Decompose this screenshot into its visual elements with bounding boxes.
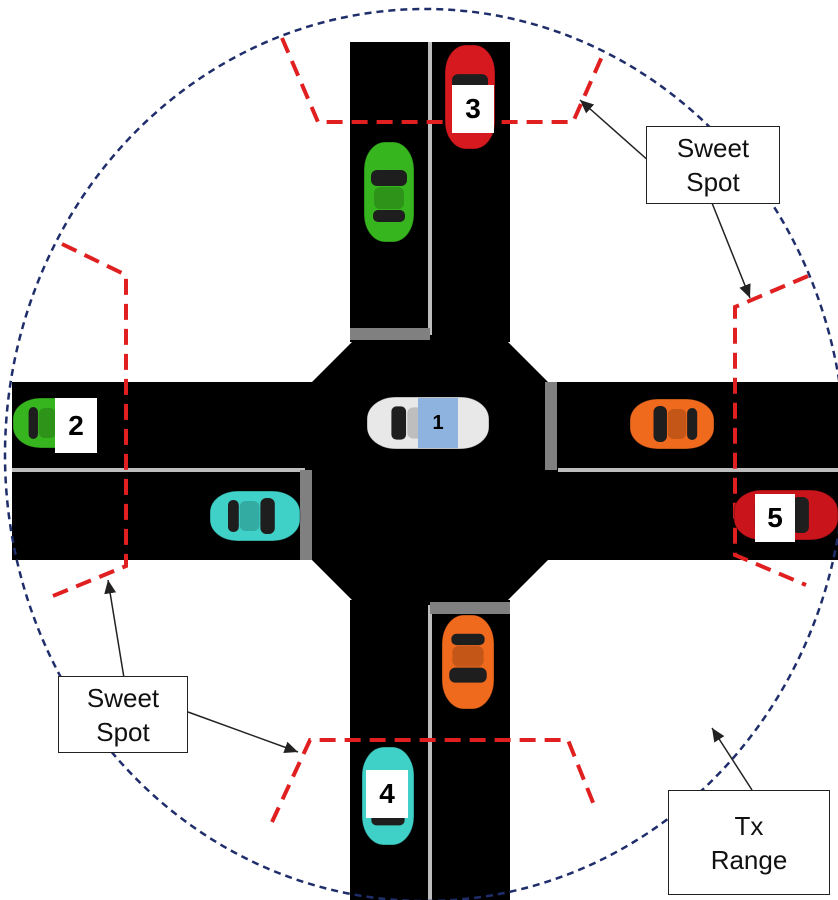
vehicle-tag-5: 5 — [755, 494, 795, 542]
vehicle-cyan-west — [209, 490, 301, 542]
stop-line-east — [545, 382, 557, 470]
stop-line-north — [350, 328, 430, 340]
sweet-spot-label-bottom: Sweet Spot — [58, 676, 188, 753]
sweet-spot-label-bottom-line1: Sweet — [86, 682, 160, 713]
sweet-spot-east — [733, 274, 809, 587]
sweet-spot-west — [47, 242, 128, 600]
sweet-spot-north — [280, 37, 606, 124]
lane-markings — [12, 42, 838, 900]
sweet-spot-label-bottom-line2: Spot — [96, 716, 150, 747]
sweet-spot-label-top: Sweet Spot — [646, 126, 780, 204]
sweet-spot-label-top-line1: Sweet — [676, 133, 750, 163]
vehicle-tag-3: 3 — [452, 85, 494, 133]
vehicle-tag-1: 1 — [418, 398, 458, 448]
vehicle-tag-4: 4 — [366, 770, 408, 818]
sweet-spot-south — [270, 738, 598, 823]
tx-range-label: Tx Range — [668, 790, 830, 895]
vehicle-orange-east — [629, 398, 715, 450]
stop-line-west — [300, 470, 312, 560]
vehicle-green-north — [363, 141, 415, 243]
arrow-sweet-spot-to-north — [579, 99, 651, 163]
tx-range-circle — [3, 7, 838, 900]
arrow-sweet-spot-to-west — [104, 579, 125, 679]
callout-arrows — [104, 99, 753, 791]
arrow-tx-range — [711, 727, 753, 791]
arrow-sweet-spot-to-south — [187, 711, 299, 754]
vehicle-tag-2: 2 — [55, 398, 97, 453]
arrow-sweet-spot-to-east — [711, 202, 751, 299]
tx-range-label-line2: Range — [710, 844, 788, 875]
stop-line-south — [430, 602, 510, 614]
vehicle-orange-south — [441, 614, 495, 710]
intersection-center — [312, 342, 548, 600]
tx-range-label-line1: Tx — [734, 810, 764, 841]
sweet-spot-boundaries — [47, 37, 809, 823]
sweet-spot-label-top-line2: Spot — [686, 167, 740, 197]
